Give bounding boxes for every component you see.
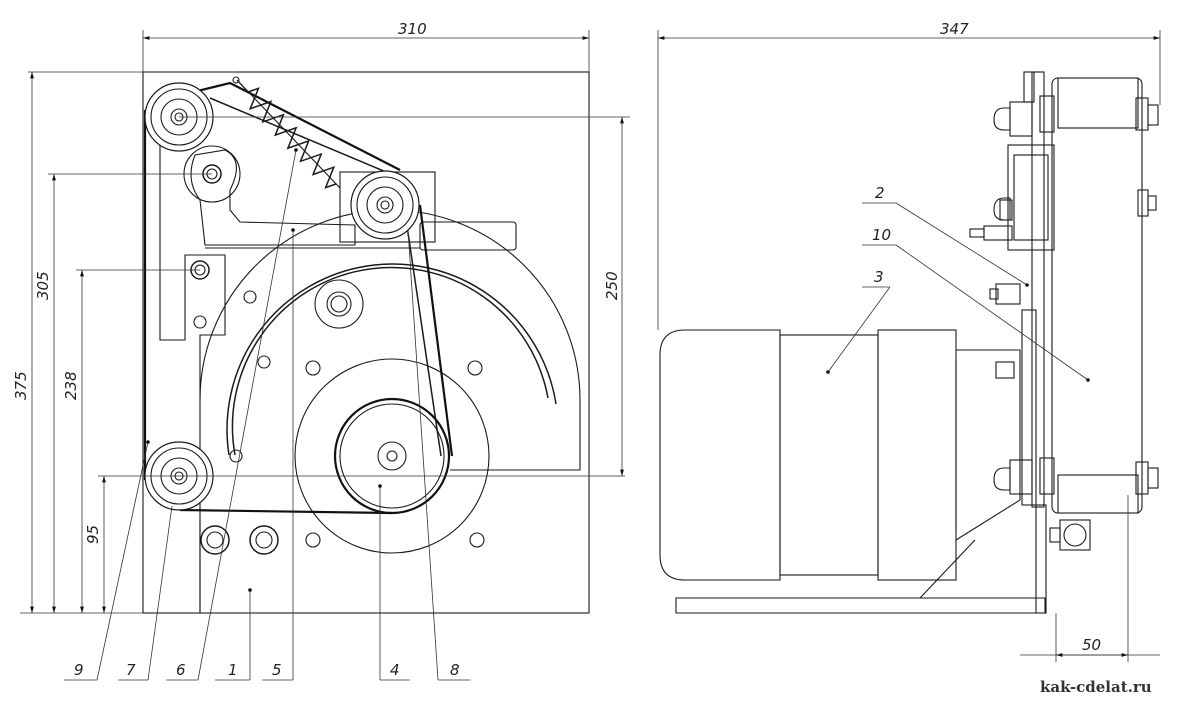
bottom-bolt bbox=[200, 525, 230, 555]
roller-top-right bbox=[350, 170, 420, 240]
foot-plate bbox=[1035, 504, 1047, 614]
flange-hole bbox=[305, 360, 321, 376]
dim-375: 375 bbox=[12, 371, 30, 400]
bottom-bolt-core bbox=[206, 531, 224, 549]
motor-flange-side bbox=[955, 349, 1021, 541]
vertical-plate bbox=[1021, 309, 1037, 506]
side-view bbox=[659, 71, 1159, 614]
arm-block bbox=[1007, 144, 1055, 251]
housing-top bbox=[1057, 77, 1139, 129]
arm-block-inner bbox=[1013, 154, 1049, 241]
flange-hole bbox=[305, 532, 321, 548]
shaft bbox=[419, 221, 517, 251]
motor-disc-arc-bottom bbox=[450, 460, 581, 471]
motor-flange bbox=[294, 358, 490, 554]
tension-roller-outer bbox=[314, 279, 364, 329]
dim-95: 95 bbox=[84, 525, 102, 544]
watermark: kak-cdelat.ru bbox=[1040, 678, 1152, 696]
callout-1: 1 bbox=[228, 661, 238, 679]
dim-238: 238 bbox=[62, 371, 80, 400]
spring-coil bbox=[247, 87, 337, 189]
dim-50: 50 bbox=[1082, 636, 1101, 654]
dim-250: 250 bbox=[603, 271, 621, 300]
dim-347: 347 bbox=[940, 20, 969, 38]
plate-hole bbox=[229, 449, 243, 463]
bottom-bolt bbox=[249, 525, 279, 555]
callout-2: 2 bbox=[875, 184, 885, 202]
belt-edge bbox=[406, 225, 442, 457]
side-bolts bbox=[969, 71, 1159, 551]
bracket-hole bbox=[193, 315, 207, 329]
bottom-bolt-core bbox=[255, 531, 273, 549]
flange-hole bbox=[469, 532, 485, 548]
callout-10: 10 bbox=[872, 226, 891, 244]
plate-hole bbox=[243, 290, 257, 304]
slot-arc bbox=[231, 266, 549, 456]
callout-3: 3 bbox=[874, 268, 884, 286]
tension-roller-in bbox=[330, 295, 348, 313]
side-dimensions: 347 50 bbox=[657, 20, 1161, 662]
housing-bottom bbox=[1057, 474, 1139, 514]
drive-pulley-center bbox=[386, 450, 398, 462]
drive-pulley-inner bbox=[339, 403, 445, 509]
slot-arc-inner bbox=[226, 263, 557, 456]
base-plate-outline bbox=[142, 71, 590, 614]
callout-9: 9 bbox=[74, 661, 84, 679]
belt-housing bbox=[1051, 77, 1143, 514]
plate-hole bbox=[257, 355, 271, 369]
mount-plate bbox=[159, 140, 226, 613]
drive-pulley-outer bbox=[333, 397, 451, 515]
belt-edge bbox=[209, 97, 394, 176]
arm-outline bbox=[190, 149, 356, 246]
front-callouts: 9 7 6 1 5 4 8 bbox=[64, 148, 470, 681]
grinding-belt bbox=[143, 81, 454, 515]
motor-body-rear bbox=[877, 329, 957, 581]
dim-310: 310 bbox=[398, 20, 427, 38]
callout-5: 5 bbox=[272, 661, 282, 679]
front-view bbox=[142, 71, 590, 614]
callout-4: 4 bbox=[390, 661, 400, 679]
vertical-plate-upper bbox=[1031, 71, 1045, 508]
callout-6: 6 bbox=[176, 661, 186, 679]
base-foot bbox=[675, 597, 1046, 614]
spring-anchor bbox=[232, 76, 240, 84]
callout-7: 7 bbox=[126, 661, 136, 679]
tension-roller-mid bbox=[326, 291, 352, 317]
front-dimensions: 310 375 305 238 95 250 bbox=[12, 20, 630, 614]
flange-hole bbox=[467, 360, 483, 376]
drive-pulley-hub bbox=[377, 441, 407, 471]
dim-305: 305 bbox=[34, 271, 52, 300]
side-callouts: 2 10 3 bbox=[826, 184, 1090, 382]
callout-8: 8 bbox=[450, 661, 460, 679]
tension-spring bbox=[236, 79, 341, 189]
motor-endcap bbox=[659, 329, 781, 581]
